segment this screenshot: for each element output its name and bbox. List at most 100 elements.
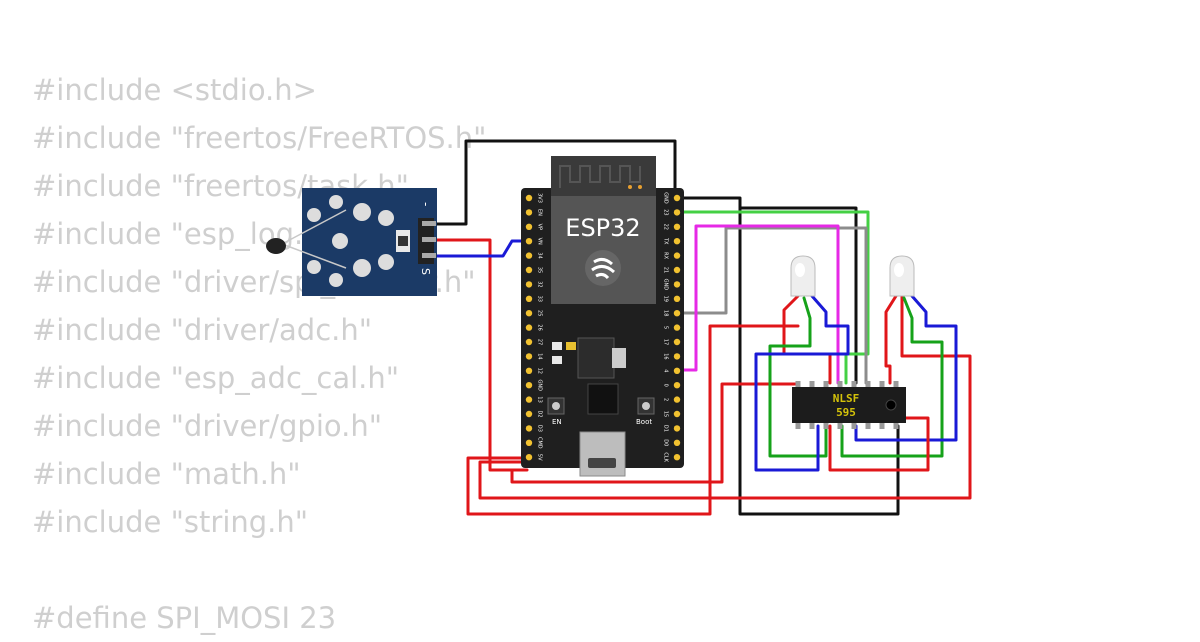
header-pin	[673, 454, 681, 461]
header-pin	[673, 367, 681, 374]
pin-label: 15	[663, 411, 669, 417]
mount-hole	[353, 203, 371, 221]
pin-label: GND	[663, 192, 669, 204]
boot-button-cap	[642, 402, 650, 410]
chip-pin	[795, 381, 801, 389]
wire-blue-led1	[754, 294, 850, 472]
wire-red-sensor-vcc	[435, 238, 529, 472]
header-pin	[525, 425, 533, 432]
mount-hole	[378, 210, 394, 226]
smd-component	[566, 342, 576, 350]
antenna-trace	[559, 165, 641, 188]
mount-hole	[332, 233, 348, 249]
mount-hole	[307, 208, 321, 222]
code-line: #include <stdio.h>	[32, 73, 317, 107]
chip-pin	[823, 421, 829, 429]
smd-component	[612, 348, 626, 368]
mount-hole	[329, 273, 343, 287]
mount-hole	[378, 254, 394, 270]
header-pin	[525, 252, 533, 259]
esp32-antenna	[551, 156, 656, 196]
pin-label: 3V3	[537, 193, 543, 203]
pin-label: 34	[537, 252, 543, 258]
chip-label-line1: NLSF	[833, 392, 860, 405]
thermistor	[266, 238, 286, 254]
header-pin	[525, 454, 533, 461]
espressif-logo	[585, 250, 621, 286]
chip-pin	[837, 381, 843, 389]
header-pin	[673, 353, 681, 360]
header-pin	[673, 324, 681, 331]
wire-black-gnd-chip	[738, 206, 858, 385]
wire-blue-led2	[854, 294, 958, 442]
pin-label: 5V	[537, 454, 543, 461]
right-header	[673, 194, 681, 461]
header-pin	[673, 425, 681, 432]
pin-label: 25	[537, 310, 543, 316]
header-pin	[525, 338, 533, 346]
pin-label: VN	[537, 238, 543, 245]
header-pin	[525, 410, 533, 418]
led-dome	[889, 255, 915, 297]
wires	[435, 139, 972, 516]
header-pin	[525, 353, 533, 360]
regulator	[577, 337, 615, 379]
wire-black-sensor-gnd	[435, 139, 677, 226]
pin-label: 5	[663, 326, 669, 329]
header-pin	[673, 439, 681, 446]
pin-label: 12	[537, 368, 543, 374]
led-dome	[790, 255, 816, 297]
pin-label: 23	[663, 209, 669, 215]
smd-component	[552, 356, 562, 364]
chip-label-line2: 595	[836, 406, 856, 419]
pin-label: 17	[663, 339, 669, 345]
wire-green-led1	[768, 296, 828, 458]
pin-label: 27	[537, 339, 543, 345]
usb-connector	[579, 431, 626, 477]
sensor-pin-label-minus: -	[419, 202, 433, 206]
pin-label: 14	[537, 353, 543, 359]
pin-label: 32	[537, 281, 543, 287]
header-pin	[673, 223, 681, 230]
pin-label: VP	[537, 224, 543, 230]
header-pin	[525, 310, 533, 317]
pin-label: GND	[537, 379, 543, 391]
header-pin	[673, 382, 681, 389]
mount-hole	[329, 195, 343, 209]
chip-pin	[865, 381, 871, 389]
resistor-band	[398, 236, 408, 246]
left-header	[525, 194, 533, 461]
pin-label: CLK	[663, 452, 669, 462]
header-pin	[525, 194, 533, 202]
pin-label: 0	[663, 384, 669, 387]
pin-label: CMD	[537, 437, 543, 449]
header-pin	[525, 324, 533, 331]
chip-pins	[795, 381, 899, 429]
header-pin	[525, 295, 533, 302]
esp32-module-shield	[551, 196, 656, 304]
chip-pin	[809, 381, 815, 389]
esp32-board: ESP32 EN Boot 3V3ENVPVN34353233252627141…	[521, 156, 684, 477]
mount-hole	[307, 260, 321, 274]
rgb-led-2	[889, 255, 915, 297]
rgb-led-1	[790, 255, 816, 297]
smd-component	[552, 342, 562, 350]
chip-pin	[893, 421, 899, 429]
header-pin	[673, 410, 681, 418]
pin-label: D2	[537, 410, 543, 417]
code-line: #include "freertos/FreeRTOS.h"	[32, 121, 487, 155]
header-pin	[525, 382, 533, 389]
mount-hole	[353, 259, 371, 277]
pin-label: TX	[663, 237, 669, 245]
header-pin	[525, 238, 533, 245]
wire-green-led2	[840, 296, 944, 458]
header-pin	[525, 209, 533, 216]
pin	[422, 221, 436, 226]
header-pin	[525, 223, 533, 230]
left-pin-labels: 3V3ENVPVN343532332526271412GND13D2D3CMD5…	[537, 193, 543, 461]
header-pin	[673, 194, 681, 202]
header-pin	[673, 338, 681, 346]
pin-label: 16	[663, 353, 669, 359]
chip-pin	[865, 421, 871, 429]
